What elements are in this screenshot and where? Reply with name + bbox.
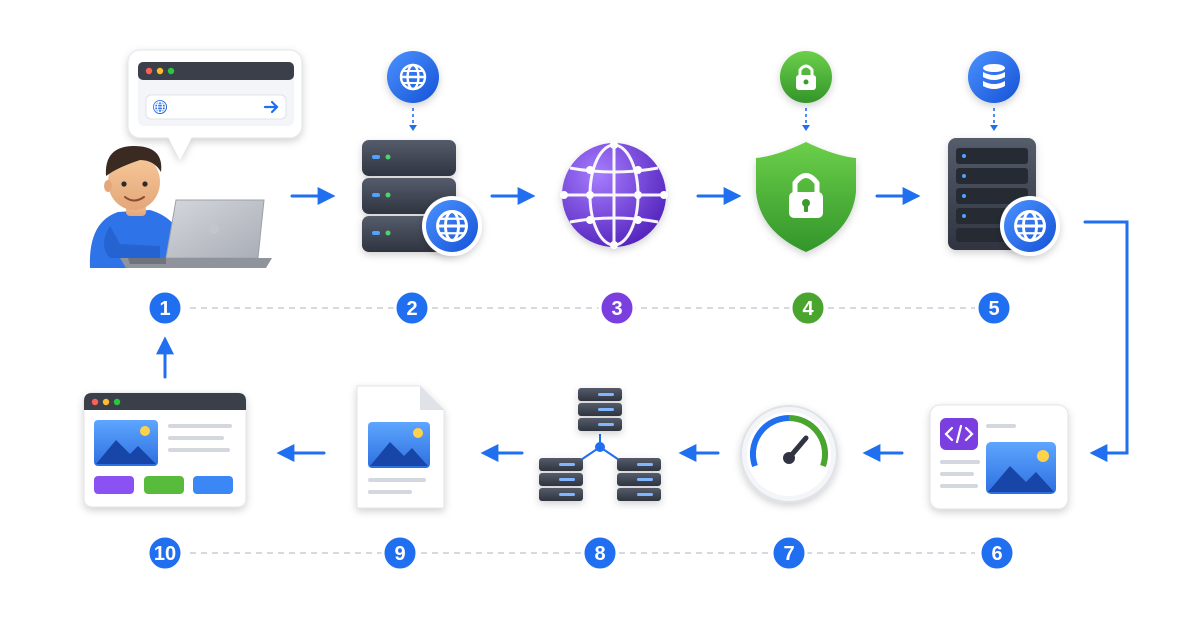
purple-button bbox=[94, 476, 134, 494]
step-badge-3: 3 bbox=[598, 289, 636, 327]
lock-icon bbox=[780, 51, 832, 103]
globe-icon bbox=[422, 196, 482, 256]
step-number: 5 bbox=[988, 298, 999, 320]
step-badge-6: 6 bbox=[978, 534, 1016, 572]
step-number: 7 bbox=[783, 543, 794, 565]
step-1-user-laptop bbox=[89, 49, 303, 268]
step-6-web-page-code bbox=[929, 404, 1069, 510]
laptop bbox=[120, 199, 272, 268]
step-7-speedometer bbox=[740, 405, 838, 503]
step-badge-7: 7 bbox=[770, 534, 808, 572]
arrow-5-to-6 bbox=[1083, 220, 1129, 462]
step-badge-2: 2 bbox=[393, 289, 431, 327]
step-badge-4: 4 bbox=[789, 289, 827, 327]
globe-icon bbox=[1000, 196, 1060, 256]
address-bar-icon bbox=[145, 94, 287, 120]
globe-icon bbox=[387, 51, 439, 103]
blue-button bbox=[193, 476, 233, 494]
step-badge-5: 5 bbox=[975, 289, 1013, 327]
step-number: 10 bbox=[154, 543, 176, 565]
step-number: 2 bbox=[406, 298, 417, 320]
step-number: 6 bbox=[991, 543, 1002, 565]
flow-arrows bbox=[156, 187, 1129, 462]
step-10-rendered-webpage bbox=[83, 392, 247, 508]
database-icon bbox=[968, 51, 1020, 103]
code-icon bbox=[940, 418, 978, 450]
step-badges: 1 2 3 4 5 6 7 8 bbox=[146, 289, 1016, 572]
green-button bbox=[144, 476, 184, 494]
step-badge-10: 10 bbox=[146, 534, 184, 572]
step-number: 8 bbox=[594, 543, 605, 565]
step-5-web-server bbox=[948, 51, 1060, 256]
step-8-server-network bbox=[539, 388, 661, 501]
step-number: 4 bbox=[802, 298, 814, 320]
step-number: 9 bbox=[394, 543, 405, 565]
step-badge-9: 9 bbox=[381, 534, 419, 572]
step-2-dns-server bbox=[362, 51, 482, 256]
step-badge-1: 1 bbox=[146, 289, 184, 327]
step-badge-8: 8 bbox=[581, 534, 619, 572]
step-number: 1 bbox=[159, 298, 170, 320]
step-number: 3 bbox=[611, 298, 622, 320]
step-4-security-shield bbox=[756, 51, 856, 252]
step-3-internet-globe bbox=[560, 141, 668, 249]
step-9-image-document bbox=[356, 385, 445, 509]
